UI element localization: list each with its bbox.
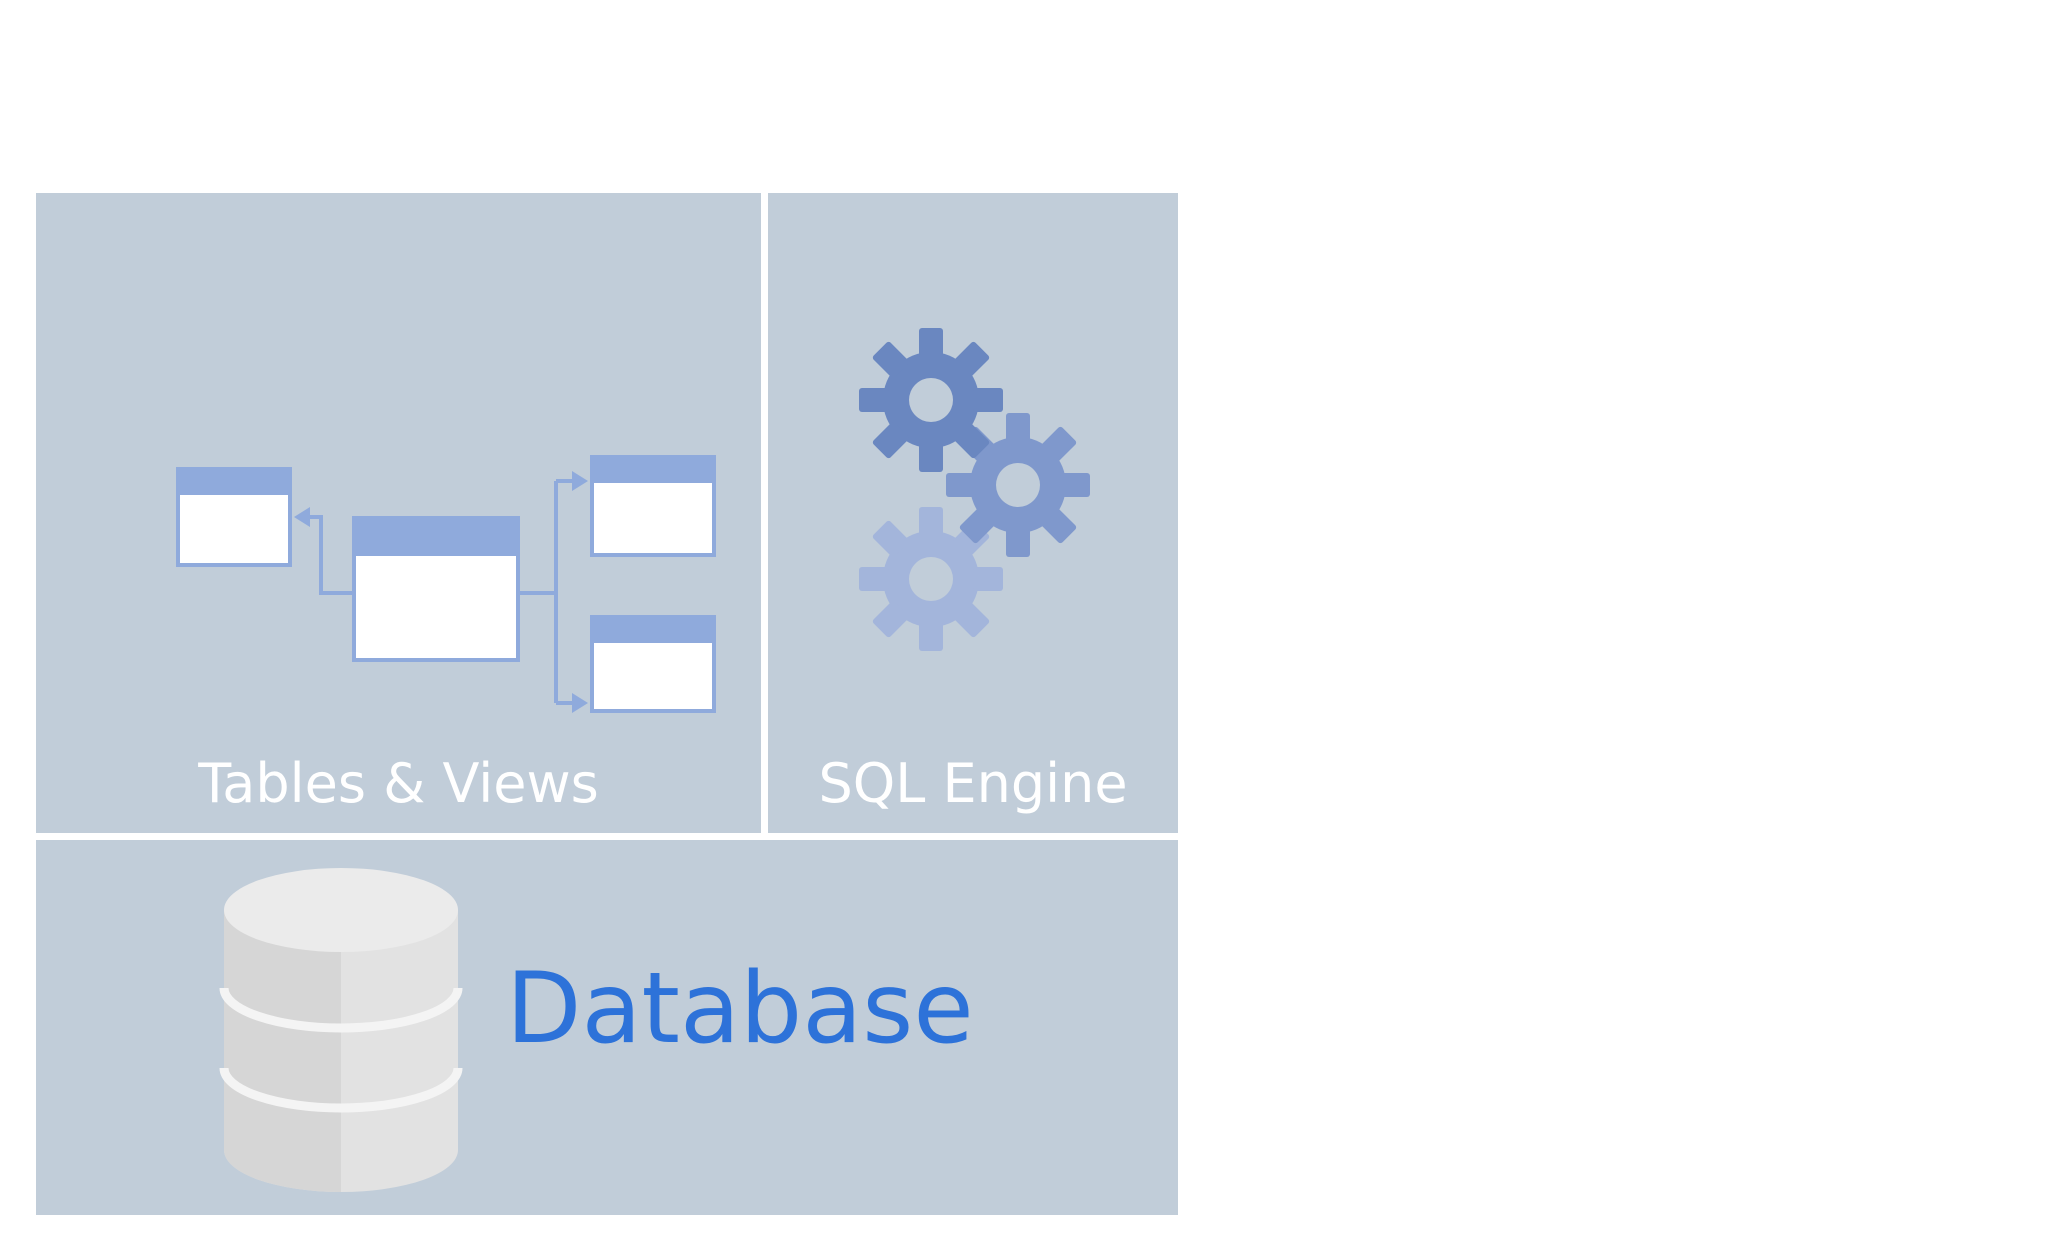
tables-views-label: Tables & Views <box>198 752 599 815</box>
center-table-shape <box>352 516 520 662</box>
sql-engine-label: SQL Engine <box>818 752 1128 815</box>
gears-icon <box>859 328 1090 651</box>
tables-views-panel: Tables & Views <box>36 193 761 833</box>
database-label: Database <box>506 952 974 1066</box>
database-cylinder-icon <box>219 868 463 1192</box>
gear-dark-shape <box>859 328 1003 472</box>
sql-engine-panel: SQL Engine <box>768 193 1178 833</box>
table-relations-icon <box>176 455 716 713</box>
left-table-shape <box>176 467 292 567</box>
database-panel: Database <box>36 840 1178 1215</box>
right-bottom-table-shape <box>590 615 716 713</box>
right-top-table-shape <box>590 455 716 557</box>
gear-mid-shape <box>946 413 1090 557</box>
gear-light-shape <box>859 507 1003 651</box>
